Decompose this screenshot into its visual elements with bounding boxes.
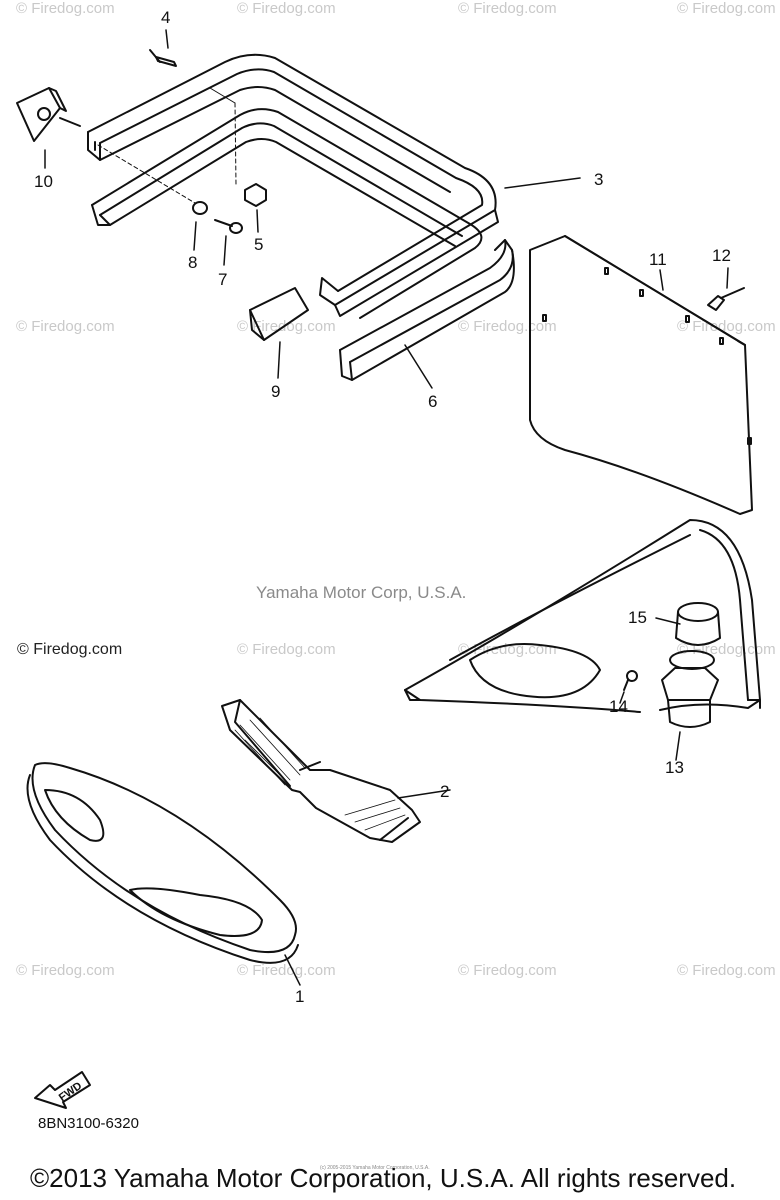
callout-5: 5 xyxy=(254,235,264,254)
bracket-part-10 xyxy=(16,87,81,142)
socket-part-13 xyxy=(661,650,719,728)
watermark: © Firedog.com xyxy=(458,318,557,335)
pad-part-9 xyxy=(249,287,309,341)
housing-body xyxy=(404,519,761,713)
callout-12: 12 xyxy=(712,246,731,265)
callout-2: 2 xyxy=(440,782,450,801)
fwd-arrow-icon xyxy=(34,1071,91,1109)
seal-strip-upper xyxy=(91,108,483,319)
watermark: © Firedog.com xyxy=(677,318,776,335)
nut-part-5 xyxy=(244,183,267,207)
callout-11: 11 xyxy=(649,250,667,269)
callout-13: 13 xyxy=(665,758,684,777)
left-watermark: © Firedog.com xyxy=(17,641,123,658)
washer-part-8 xyxy=(192,201,208,215)
panel-part-11 xyxy=(529,235,753,515)
callout-10: 10 xyxy=(34,172,53,191)
screw-part-4 xyxy=(149,49,177,67)
callout-7: 7 xyxy=(218,270,228,289)
tiny-footer-text: (c) 2005-2015 Yamaha Motor Corporation, … xyxy=(320,1165,430,1171)
watermark: © Firedog.com xyxy=(458,962,557,979)
watermark: © Firedog.com xyxy=(458,0,557,17)
watermark: © Firedog.com xyxy=(237,641,336,658)
watermark: © Firedog.com xyxy=(237,318,336,335)
watermark: © Firedog.com xyxy=(677,0,776,17)
bolt-part-7 xyxy=(214,219,243,234)
bezel-part-1 xyxy=(26,762,299,964)
callout-4: 4 xyxy=(161,8,171,27)
callout-14: 14 xyxy=(609,697,628,716)
grille-part-2 xyxy=(221,699,421,843)
watermark: © Firedog.com xyxy=(677,962,776,979)
cap-part-15 xyxy=(675,602,721,646)
callout-9: 9 xyxy=(271,382,281,401)
callout-1: 1 xyxy=(295,987,305,1006)
rivet-part-12 xyxy=(707,287,745,311)
watermark: © Firedog.com xyxy=(16,318,115,335)
watermark: © Firedog.com xyxy=(16,962,115,979)
watermark: © Firedog.com xyxy=(16,0,115,17)
callout-8: 8 xyxy=(188,253,198,272)
pin-part-14 xyxy=(623,670,638,691)
part-code: 8BN3100-6320 xyxy=(38,1115,139,1132)
callout-6: 6 xyxy=(428,392,438,411)
callout-15: 15 xyxy=(628,608,647,627)
rail-part-3 xyxy=(87,53,499,317)
copyright-notice: ©2013 Yamaha Motor Corporation, U.S.A. A… xyxy=(30,1163,737,1193)
callout-3: 3 xyxy=(594,170,604,189)
seal-strip-part-6 xyxy=(339,239,515,381)
watermark: © Firedog.com xyxy=(237,0,336,17)
watermark: © Firedog.com xyxy=(237,962,336,979)
manufacturer-credit: Yamaha Motor Corp, U.S.A. xyxy=(256,583,467,602)
